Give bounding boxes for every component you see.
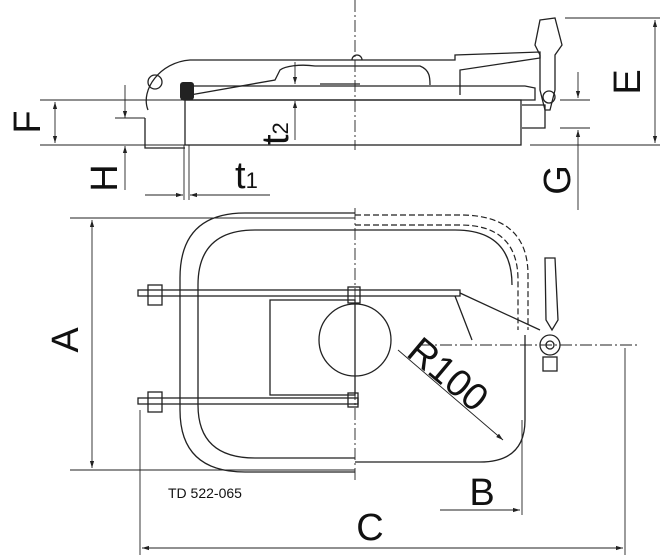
dim-t1: t1 (235, 155, 258, 197)
side-view (144, 0, 563, 150)
frame-right (355, 335, 526, 463)
lid-plate (183, 85, 536, 101)
dim-B: B (469, 472, 494, 514)
crossbar-top (137, 289, 461, 297)
bolt-nut-icon (347, 286, 361, 304)
crossbar-bottom (137, 397, 359, 405)
hinge-arm (145, 51, 541, 111)
dim-A: A (45, 327, 87, 353)
dim-radius: R100 (399, 330, 496, 421)
dim-F: F (7, 110, 49, 133)
dim-t2: t2 (255, 122, 297, 145)
clamp-lever (544, 257, 559, 332)
hinge-nut-icon (147, 74, 163, 90)
dim-C: C (356, 507, 383, 549)
drawing-number: TD 522-065 (168, 485, 242, 501)
bolt-nut-icon (347, 392, 359, 408)
bolt-nut-icon (147, 284, 163, 306)
outer-frame-left (179, 212, 355, 473)
dim-G: G (537, 165, 579, 195)
lid-handle-icon (351, 54, 363, 61)
side-dimensions: F H t1 t2 E G (7, 17, 660, 210)
lid-dome (189, 64, 431, 96)
top-dimensions: A C B R100 TD 522-065 (45, 217, 626, 555)
base-frame (184, 99, 522, 146)
dim-E: E (607, 69, 649, 94)
clamp-nut-icon (542, 356, 558, 372)
clamp-handle (534, 17, 563, 111)
clamp-eye-icon (539, 334, 561, 356)
bolt-nut-icon (147, 391, 163, 413)
gasket (180, 82, 194, 100)
clamp-nut-icon (542, 90, 556, 104)
top-view (137, 208, 640, 480)
inner-frame-left (197, 229, 355, 459)
hinge-bracket (144, 118, 185, 149)
dim-H: H (84, 164, 126, 191)
